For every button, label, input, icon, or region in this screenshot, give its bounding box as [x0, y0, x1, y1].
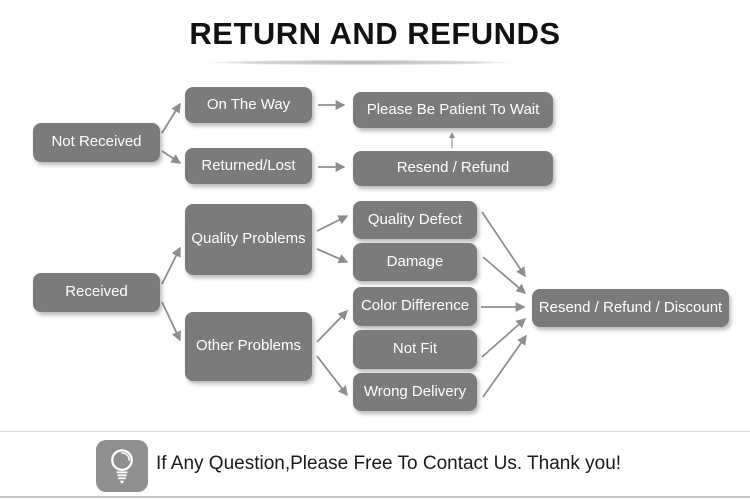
flow-node-resend-refund-discount: Resend / Refund / Discount: [532, 289, 729, 327]
flow-node-not-received: Not Received: [33, 123, 160, 162]
flow-arrow-not-received-to-on-the-way: [161, 102, 181, 134]
flow-node-wrong-delivery: Wrong Delivery: [353, 373, 477, 411]
flow-arrow-quality-problems-to-quality-defect: [316, 215, 349, 232]
flow-node-on-the-way: On The Way: [185, 87, 312, 123]
flow-node-resend-refund: Resend / Refund: [353, 151, 553, 186]
flow-arrow-other-problems-to-color-difference: [316, 309, 349, 343]
flow-node-received: Received: [33, 273, 160, 312]
flow-arrow-received-to-quality-problems: [161, 246, 181, 285]
flow-arrow-other-problems-to-wrong-delivery: [316, 355, 348, 397]
footer-divider-top: [0, 431, 750, 432]
flow-node-please-be-patient: Please Be Patient To Wait: [353, 92, 553, 128]
flow-arrow-not-received-to-returned-lost: [161, 150, 182, 164]
flow-node-quality-problems: Quality Problems: [185, 204, 312, 275]
flow-arrow-quality-problems-to-damage: [316, 248, 349, 264]
footer-message: If Any Question,Please Free To Contact U…: [156, 452, 622, 474]
flow-node-returned-lost: Returned/Lost: [185, 148, 312, 184]
lightbulb-icon: [96, 440, 148, 492]
flow-node-other-problems: Other Problems: [185, 312, 312, 381]
flow-arrow-received-to-other-problems: [161, 301, 181, 342]
flow-node-not-fit: Not Fit: [353, 330, 477, 369]
flow-arrow-wrong-delivery-to-resend-refund-discount: [482, 334, 527, 398]
flow-arrow-damage-to-resend-refund-discount: [482, 256, 527, 294]
title-underline-shadow: [160, 59, 560, 66]
flow-arrow-not-fit-to-resend-refund-discount: [481, 318, 527, 358]
flow-node-quality-defect: Quality Defect: [353, 201, 477, 239]
page-title: RETURN AND REFUNDS: [189, 16, 561, 51]
flow-node-damage: Damage: [353, 243, 477, 281]
flow-node-color-difference: Color Difference: [353, 287, 477, 326]
flow-arrow-quality-defect-to-resend-refund-discount: [481, 211, 526, 278]
footer-divider-bottom: [0, 496, 750, 498]
